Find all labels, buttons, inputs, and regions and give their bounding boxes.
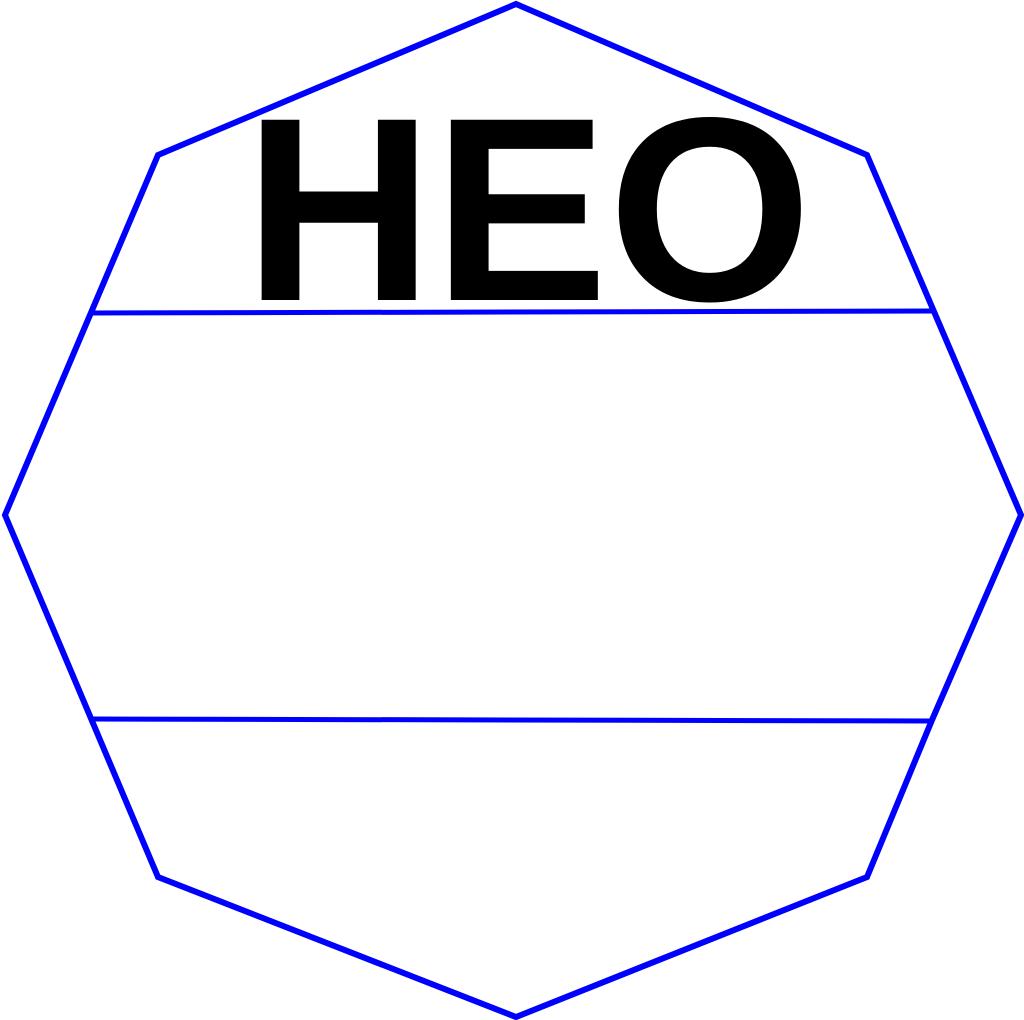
heo-label: HEO: [244, 63, 812, 356]
lower-divider-line: [92, 716, 933, 724]
upper-divider-line: [92, 308, 934, 316]
